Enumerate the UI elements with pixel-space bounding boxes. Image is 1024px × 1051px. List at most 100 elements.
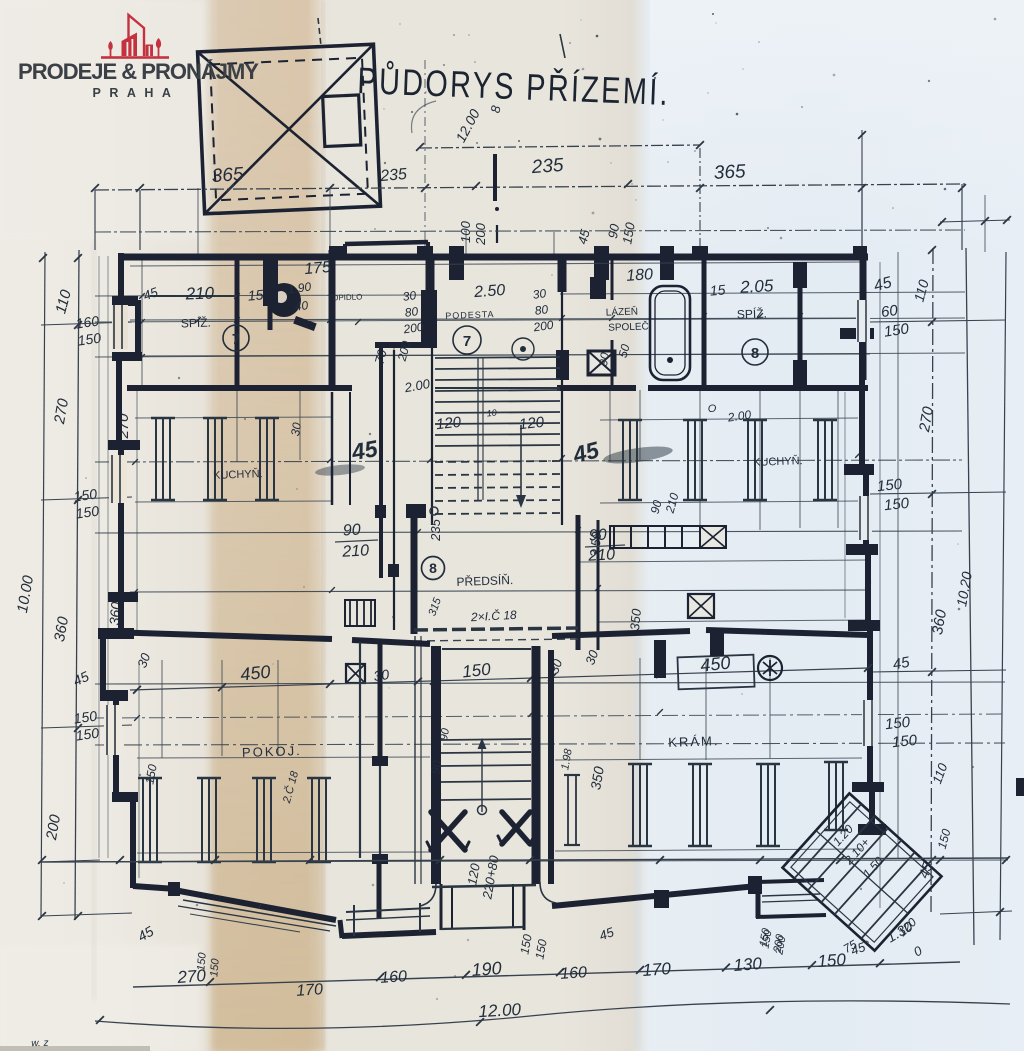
svg-text:190: 190	[471, 958, 502, 980]
svg-text:TOPIDLO: TOPIDLO	[327, 292, 362, 302]
svg-text:200: 200	[473, 222, 488, 245]
svg-text:110: 110	[52, 287, 75, 315]
svg-text:2×I.Č 18: 2×I.Č 18	[470, 607, 518, 624]
svg-text:45: 45	[141, 284, 160, 303]
svg-text:160: 160	[75, 312, 101, 331]
svg-text:450: 450	[239, 662, 271, 685]
svg-text:200: 200	[773, 935, 788, 957]
svg-text:90: 90	[605, 222, 622, 240]
svg-text:350: 350	[587, 765, 607, 791]
svg-text:150: 150	[461, 660, 492, 682]
svg-text:12.00: 12.00	[478, 1000, 522, 1021]
svg-text:150: 150	[75, 724, 101, 743]
svg-text:150: 150	[142, 763, 159, 785]
svg-text:150: 150	[195, 951, 209, 971]
svg-text:450: 450	[699, 653, 731, 676]
svg-text:120: 120	[435, 414, 462, 434]
svg-text:2.05: 2.05	[739, 276, 775, 297]
svg-text:15: 15	[709, 281, 726, 298]
svg-text:45: 45	[349, 435, 381, 465]
svg-text:30: 30	[532, 286, 547, 302]
svg-text:150: 150	[817, 950, 847, 971]
svg-text:30: 30	[582, 647, 601, 666]
svg-text:360: 360	[51, 615, 72, 643]
svg-text:45°: 45°	[849, 937, 873, 958]
svg-text:7: 7	[232, 331, 240, 348]
svg-text:LÁZEŇ: LÁZEŇ	[606, 304, 639, 318]
svg-text:2.00: 2.00	[726, 407, 752, 424]
svg-text:30: 30	[402, 288, 417, 304]
svg-text:200: 200	[395, 339, 414, 363]
svg-text:365: 365	[211, 164, 245, 187]
svg-text:200: 200	[43, 813, 64, 842]
svg-text:130: 130	[733, 954, 763, 975]
svg-text:120: 120	[464, 861, 483, 886]
svg-text:PRODEJE & PRONÁJMY: PRODEJE & PRONÁJMY	[18, 59, 259, 84]
svg-text:210: 210	[184, 283, 215, 303]
svg-text:SPOLEČ.: SPOLEČ.	[608, 319, 652, 334]
svg-text:50: 50	[616, 342, 633, 359]
svg-text:90: 90	[648, 498, 665, 515]
svg-text:2.00: 2.00	[402, 376, 431, 395]
svg-text:200: 200	[402, 320, 425, 337]
svg-text:10.20: 10.20	[953, 570, 975, 607]
svg-text:160: 160	[560, 964, 588, 983]
svg-text:365: 365	[713, 161, 746, 184]
svg-text:150: 150	[935, 827, 954, 850]
svg-text:1.98: 1.98	[559, 747, 575, 771]
svg-text:2.50: 2.50	[473, 282, 506, 301]
svg-text:80: 80	[404, 304, 419, 320]
svg-text:350: 350	[627, 607, 644, 631]
svg-text:170: 170	[642, 959, 672, 980]
svg-text:90: 90	[596, 351, 612, 367]
svg-text:45: 45	[575, 227, 593, 246]
svg-text:45: 45	[70, 668, 91, 689]
svg-text:SPÍŽ.: SPÍŽ.	[181, 314, 212, 330]
svg-text:150: 150	[73, 707, 99, 726]
svg-text:8: 8	[751, 345, 759, 362]
svg-text:PODESTA: PODESTA	[445, 309, 495, 321]
svg-text:PŘEDSÍŇ.: PŘEDSÍŇ.	[456, 572, 513, 589]
svg-text:KUCHYŇ.: KUCHYŇ.	[753, 454, 803, 469]
svg-text:150: 150	[876, 476, 903, 496]
svg-text:110: 110	[911, 278, 932, 304]
svg-text:150: 150	[883, 495, 910, 515]
svg-text:150: 150	[891, 732, 918, 752]
svg-text:235: 235	[428, 518, 443, 541]
svg-text:90: 90	[342, 522, 361, 540]
svg-text:150: 150	[73, 485, 99, 504]
svg-text:150: 150	[517, 933, 534, 955]
svg-text:KRÁM.: KRÁM.	[668, 733, 720, 750]
svg-text:120: 120	[518, 414, 545, 434]
svg-text:15: 15	[247, 286, 264, 303]
svg-text:w. z: w. z	[31, 1038, 49, 1050]
svg-text:90: 90	[588, 527, 607, 545]
svg-text:45: 45	[915, 860, 935, 880]
svg-text:150: 150	[758, 927, 773, 948]
svg-text:45: 45	[597, 924, 616, 943]
svg-text:270: 270	[916, 405, 937, 434]
svg-text:KUCHYŇ.: KUCHYŇ.	[213, 467, 263, 482]
svg-text:10.00: 10.00	[14, 574, 37, 615]
svg-text:40: 40	[294, 298, 309, 314]
svg-text:200: 200	[532, 318, 555, 335]
svg-text:1.90: 1.90	[287, 279, 312, 296]
svg-text:30: 30	[288, 421, 304, 437]
svg-text:90: 90	[428, 759, 444, 775]
svg-text:270: 270	[176, 966, 207, 987]
svg-text:180: 180	[626, 266, 654, 285]
svg-text:8: 8	[488, 104, 504, 114]
svg-text:60: 60	[880, 302, 900, 321]
svg-text:8: 8	[429, 560, 437, 576]
svg-text:150: 150	[208, 957, 222, 977]
svg-text:175: 175	[304, 259, 332, 278]
svg-text:170: 170	[296, 981, 324, 1000]
svg-text:O: O	[708, 403, 717, 415]
svg-text:150: 150	[619, 220, 638, 245]
svg-text:150: 150	[883, 320, 911, 340]
svg-text:235: 235	[379, 166, 408, 185]
svg-text:210: 210	[587, 546, 616, 564]
svg-text:210: 210	[341, 542, 370, 560]
svg-text:270: 270	[51, 397, 72, 426]
svg-text:150: 150	[77, 329, 103, 348]
